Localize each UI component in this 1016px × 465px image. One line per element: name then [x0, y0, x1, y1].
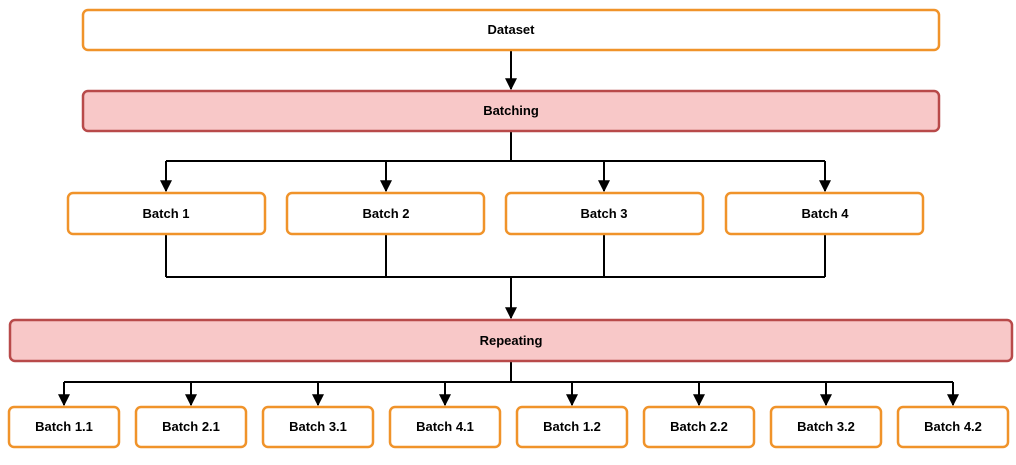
batch-1-2-box [515, 405, 629, 449]
batch-4-2-box [896, 405, 1010, 449]
batch-1-2-label: Batch 1.2 [543, 419, 601, 434]
dataset-node: Dataset [81, 8, 941, 52]
batch-4-1-box [388, 405, 502, 449]
batch-1-box [66, 191, 267, 236]
batch-2-node: Batch 2 [285, 191, 486, 236]
batch-2-2-label: Batch 2.2 [670, 419, 728, 434]
batch-1-1-box [7, 405, 121, 449]
batch-1-label: Batch 1 [143, 206, 190, 221]
batch-4-node: Batch 4 [724, 191, 925, 236]
edges [58, 50, 959, 407]
batch-3-2-node: Batch 3.2 [769, 405, 883, 449]
batching-label: Batching [483, 103, 539, 118]
batch-4-box [724, 191, 925, 236]
batch-1-1-node: Batch 1.1 [7, 405, 121, 449]
batch-4-1-label: Batch 4.1 [416, 419, 474, 434]
batch-4-2-label: Batch 4.2 [924, 419, 982, 434]
batching-node: Batching [81, 89, 941, 133]
batch-2-1-label: Batch 2.1 [162, 419, 220, 434]
dataset-label: Dataset [488, 22, 536, 37]
batch-3-2-box [769, 405, 883, 449]
batch-3-1-node: Batch 3.1 [261, 405, 375, 449]
batch-3-1-label: Batch 3.1 [289, 419, 347, 434]
batch-3-label: Batch 3 [581, 206, 628, 221]
batching-box [81, 89, 941, 133]
batch-3-node: Batch 3 [504, 191, 705, 236]
batch-4-1-node: Batch 4.1 [388, 405, 502, 449]
batch-2-1-node: Batch 2.1 [134, 405, 248, 449]
repeating-node: Repeating [8, 318, 1014, 363]
batch-3-1-box [261, 405, 375, 449]
batch-2-1-box [134, 405, 248, 449]
batch-1-1-label: Batch 1.1 [35, 419, 93, 434]
batch-1-node: Batch 1 [66, 191, 267, 236]
batch-4-label: Batch 4 [802, 206, 850, 221]
repeating-box [8, 318, 1014, 363]
batch-2-2-box [642, 405, 756, 449]
repeating-label: Repeating [480, 333, 543, 348]
batch-2-2-node: Batch 2.2 [642, 405, 756, 449]
batch-4-2-node: Batch 4.2 [896, 405, 1010, 449]
batch-2-label: Batch 2 [363, 206, 410, 221]
batch-3-2-label: Batch 3.2 [797, 419, 855, 434]
batch-1-2-node: Batch 1.2 [515, 405, 629, 449]
batch-2-box [285, 191, 486, 236]
dataset-box [81, 8, 941, 52]
batch-3-box [504, 191, 705, 236]
